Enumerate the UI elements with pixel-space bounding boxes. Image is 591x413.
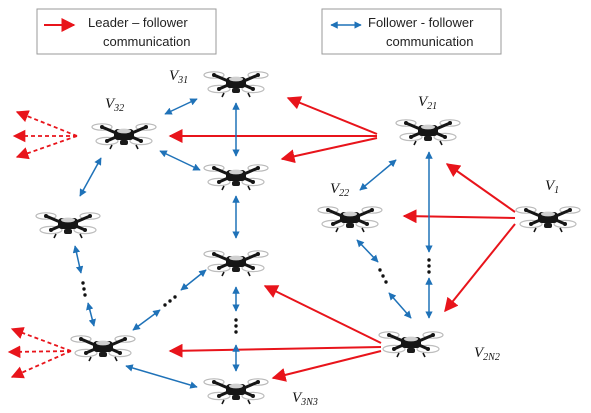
follower-links (72, 98, 433, 389)
link-v21-v31 (286, 96, 378, 135)
ellipsis-dots (81, 258, 431, 334)
link-v32-v3center (159, 150, 201, 171)
drone-v1 (514, 205, 582, 234)
link-v21-v22 (359, 159, 397, 191)
dots-v3-diagonal (163, 295, 177, 307)
link-v1-v21 (445, 163, 516, 213)
legend-leader-line1: Leader – follower (88, 15, 188, 30)
legend-follower-line2: communication (386, 34, 473, 49)
link-v3mid-v3bl-lower (132, 309, 161, 331)
label-v2n2: V2N2 (474, 345, 500, 363)
drone-v22 (316, 205, 384, 234)
dots-v3-center (234, 318, 238, 334)
drone-v3n3 (202, 377, 270, 406)
drone-v3-left (34, 211, 102, 240)
ext-top-1 (15, 110, 78, 137)
ext-bot-2 (7, 345, 72, 359)
link-v3bl-v3n3 (125, 364, 198, 389)
external-links (7, 110, 78, 379)
dots-v2-vertical (427, 258, 431, 274)
ext-bot-3 (10, 350, 72, 379)
link-v22-v2n2-upper (356, 239, 379, 263)
legend-follower: Follower - follower communication (321, 8, 502, 55)
link-v2n2-v3n3 (271, 350, 382, 382)
label-v1: V1 (545, 178, 559, 196)
drone-v21 (394, 118, 462, 147)
drone-v3-center (202, 163, 270, 192)
label-v22: V22 (330, 181, 349, 199)
ext-bot-1 (10, 327, 72, 352)
drone-v32 (90, 122, 158, 151)
link-v3left-v3bl-upper (72, 245, 84, 274)
legend-follower-line1: Follower - follower (368, 15, 474, 30)
legend-follower-box (321, 8, 502, 55)
legend-leader-line2: communication (103, 34, 190, 49)
link-v21-v3center (280, 137, 378, 164)
label-v32: V32 (105, 96, 124, 114)
label-v31: V31 (169, 68, 188, 86)
label-v21: V21 (418, 94, 437, 112)
link-v2n2-v3bl (168, 343, 382, 358)
drone-v3-mid (202, 249, 270, 278)
link-v32-v3left (79, 157, 102, 197)
ext-top-3 (15, 135, 78, 160)
leader-links (168, 96, 516, 382)
link-v3left-v3bl-lower (86, 302, 96, 327)
link-v31-v32 (164, 98, 198, 115)
legend-leader: Leader – follower communication (36, 8, 217, 55)
link-v3mid-v3bl-upper (180, 269, 207, 291)
label-v3n3: V3N3 (292, 390, 318, 408)
dots-v2-diagonal (378, 268, 388, 284)
drone-v2n2 (377, 330, 445, 359)
link-v1-v22 (402, 209, 516, 224)
drone-v31 (202, 70, 270, 99)
link-v22-v2n2-lower (388, 292, 412, 319)
drone-v3-bottom-left (69, 334, 137, 363)
link-v1-v2n2 (444, 223, 516, 313)
link-v2n2-v3mid (263, 285, 382, 344)
dots-v3-left (81, 281, 87, 297)
